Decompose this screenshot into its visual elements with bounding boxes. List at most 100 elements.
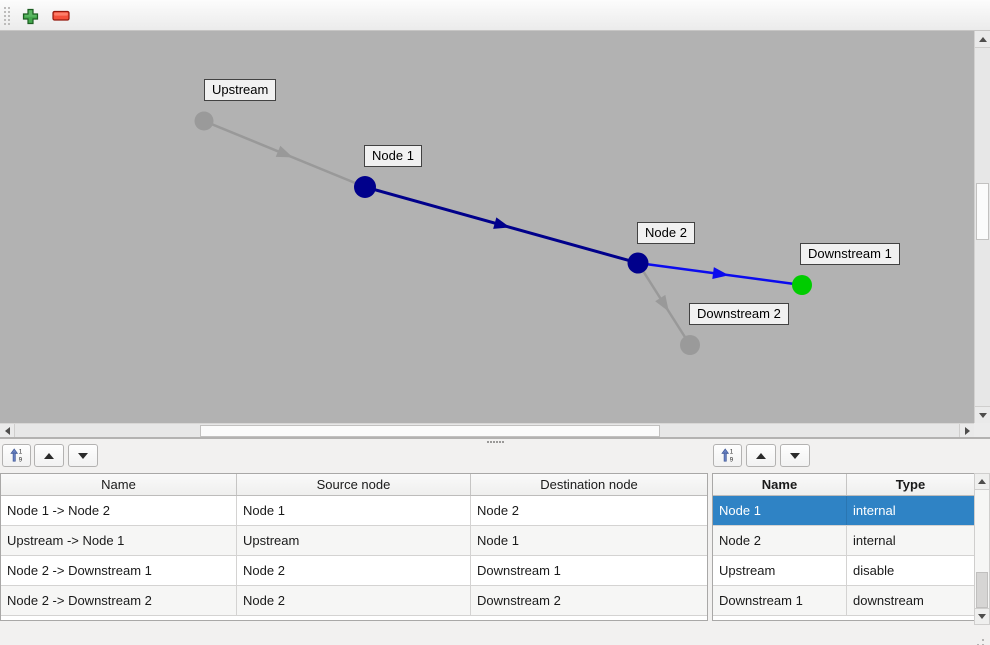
edge-arrow-icon xyxy=(493,217,511,229)
graph-canvas[interactable]: Upstream Node 1 Node 2 Downstream 1 Down… xyxy=(0,31,974,423)
node-downstream2[interactable] xyxy=(680,335,700,355)
canvas-horizontal-scrollbar[interactable] xyxy=(0,423,974,437)
remove-button[interactable] xyxy=(51,7,71,25)
column-header-name[interactable]: Name xyxy=(1,474,237,495)
scroll-down-button[interactable] xyxy=(975,608,989,624)
canvas-vertical-scrollbar[interactable] xyxy=(974,31,990,423)
toolbar-drag-handle[interactable] xyxy=(4,7,6,9)
edge-arrow-icon xyxy=(275,145,293,158)
nodes-table-row[interactable]: Downstream 1 downstream xyxy=(713,586,974,616)
scroll-left-button[interactable] xyxy=(0,424,15,437)
scroll-up-button[interactable] xyxy=(975,31,990,48)
cell-source: Node 1 xyxy=(237,496,471,525)
cell-destination: Downstream 1 xyxy=(477,563,561,578)
status-bar xyxy=(0,625,990,645)
add-icon xyxy=(22,8,38,24)
cell-source: Upstream xyxy=(237,526,471,555)
move-up-icon xyxy=(756,452,766,459)
node-node1[interactable] xyxy=(354,176,376,198)
edge-arrow-icon xyxy=(712,267,729,280)
column-header-type[interactable]: Type xyxy=(895,477,926,492)
edge-arrow-icon xyxy=(655,294,669,312)
cell-type: disable xyxy=(853,563,895,578)
nodes-move-up-button[interactable] xyxy=(746,444,776,467)
cell-name: Node 1 xyxy=(713,496,847,525)
scroll-down-icon xyxy=(978,614,986,619)
edges-table-row[interactable]: Node 1 -> Node 2 Node 1 Node 2 xyxy=(1,496,707,526)
cell-destination: Node 1 xyxy=(477,533,519,548)
edges-table-row[interactable]: Node 2 -> Downstream 2 Node 2 Downstream… xyxy=(1,586,707,616)
cell-source: Node 2 xyxy=(237,586,471,615)
edges-table-row[interactable]: Upstream -> Node 1 Upstream Node 1 xyxy=(1,526,707,556)
node-label-downstream2[interactable]: Downstream 2 xyxy=(689,303,789,325)
nodes-table-row-selected[interactable]: Node 1 internal xyxy=(713,496,974,526)
scroll-down-button[interactable] xyxy=(975,406,990,423)
cell-name: Node 2 -> Downstream 2 xyxy=(1,586,237,615)
remove-icon xyxy=(52,10,70,21)
splitter-handle-icon xyxy=(487,441,489,443)
scroll-right-icon xyxy=(964,426,970,435)
edges-move-down-button[interactable] xyxy=(68,444,98,467)
scroll-down-icon xyxy=(978,412,987,418)
sort-ascending-icon: 1 9 xyxy=(10,448,23,463)
svg-text:1: 1 xyxy=(730,450,734,456)
edges-table: Name Source node Destination node Node 1… xyxy=(0,473,708,621)
cell-name: Node 2 -> Downstream 1 xyxy=(1,556,237,585)
scroll-up-icon xyxy=(978,36,987,42)
nodes-table-scrollbar[interactable] xyxy=(974,473,990,625)
cell-name: Upstream -> Node 1 xyxy=(1,526,237,555)
node-label-node2[interactable]: Node 2 xyxy=(637,222,695,244)
nodes-sort-button[interactable]: 1 9 xyxy=(713,444,742,467)
empty-row xyxy=(713,616,974,620)
scrollbar-corner xyxy=(974,423,990,437)
scroll-up-button[interactable] xyxy=(975,474,989,490)
nodes-table: Name Type Node 1 internal Node 2 interna… xyxy=(712,473,975,621)
node-node2[interactable] xyxy=(627,252,649,274)
column-header-destination-node[interactable]: Destination node xyxy=(540,477,638,492)
node-label-node1[interactable]: Node 1 xyxy=(364,145,422,167)
edges-move-up-button[interactable] xyxy=(34,444,64,467)
cell-type: internal xyxy=(853,533,896,548)
edges-sort-button[interactable]: 1 9 xyxy=(2,444,31,467)
nodes-table-header: Name Type xyxy=(713,474,974,496)
move-up-icon xyxy=(44,452,54,459)
svg-text:9: 9 xyxy=(730,458,734,463)
node-upstream[interactable] xyxy=(194,111,214,131)
cell-name: Upstream xyxy=(713,556,847,585)
svg-text:1: 1 xyxy=(19,450,23,456)
node-label-downstream1[interactable]: Downstream 1 xyxy=(800,243,900,265)
node-label-upstream[interactable]: Upstream xyxy=(204,79,277,101)
edges-table-header: Name Source node Destination node xyxy=(1,474,707,496)
vertical-scroll-thumb[interactable] xyxy=(976,572,988,608)
vertical-scroll-thumb[interactable] xyxy=(976,183,989,240)
nodes-table-row[interactable]: Node 2 internal xyxy=(713,526,974,556)
cell-name: Node 2 xyxy=(713,526,847,555)
column-header-name[interactable]: Name xyxy=(713,474,847,495)
node-downstream1[interactable] xyxy=(792,275,812,295)
scroll-right-button[interactable] xyxy=(959,424,974,437)
svg-text:9: 9 xyxy=(19,458,23,463)
cell-name: Node 1 -> Node 2 xyxy=(1,496,237,525)
cell-destination: Node 2 xyxy=(477,503,519,518)
horizontal-splitter[interactable] xyxy=(0,437,990,445)
window-resize-grip[interactable] xyxy=(982,639,984,641)
cell-type: downstream xyxy=(853,593,924,608)
move-down-icon xyxy=(790,452,800,459)
cell-name: Downstream 1 xyxy=(713,586,847,615)
main-toolbar xyxy=(0,0,990,31)
nodes-move-down-button[interactable] xyxy=(780,444,810,467)
horizontal-scroll-thumb[interactable] xyxy=(200,425,660,437)
graph-svg xyxy=(194,111,812,355)
sort-ascending-icon: 1 9 xyxy=(721,448,734,463)
column-header-source-node[interactable]: Source node xyxy=(237,474,471,495)
add-button[interactable] xyxy=(20,7,40,25)
cell-destination: Downstream 2 xyxy=(477,593,561,608)
edges-table-row[interactable]: Node 2 -> Downstream 1 Node 2 Downstream… xyxy=(1,556,707,586)
cell-source: Node 2 xyxy=(237,556,471,585)
scroll-left-icon xyxy=(4,426,10,435)
cell-type: internal xyxy=(853,503,896,518)
move-down-icon xyxy=(78,452,88,459)
scroll-up-icon xyxy=(978,479,986,484)
empty-row xyxy=(1,616,707,620)
nodes-table-row[interactable]: Upstream disable xyxy=(713,556,974,586)
